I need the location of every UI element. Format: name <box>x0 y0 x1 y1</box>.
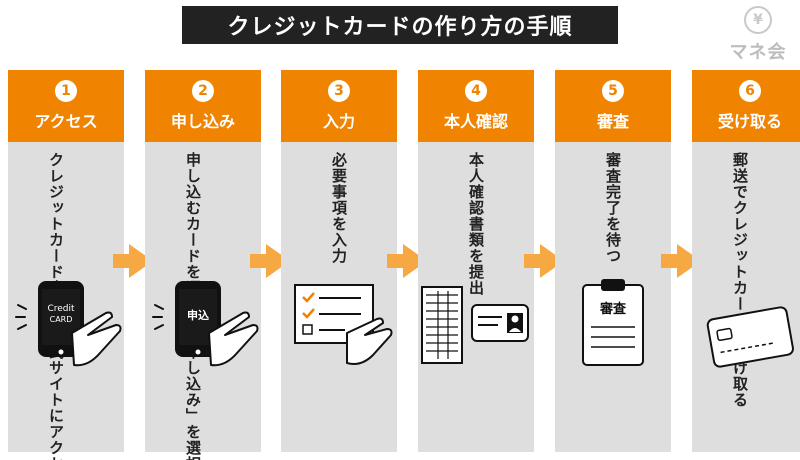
step-review: 5 審査 審査完了を待つ 審査 <box>555 70 671 452</box>
step-label: アクセス <box>34 112 98 131</box>
step-access: 1 アクセス クレジットカード会社の公式サイトにアクセス Credit CARD <box>8 70 124 460</box>
card-text-line2: CARD <box>50 315 73 324</box>
step-input: 3 入力 必要事項を入力 <box>281 70 397 452</box>
step-description: 審査完了を待つ <box>604 152 622 264</box>
id-documents-icon <box>421 286 529 364</box>
step-header: 2 申し込み <box>145 70 261 142</box>
card-text-line1: Credit <box>47 304 75 314</box>
step-number: 3 <box>328 80 350 102</box>
step-description: 必要事項を入力 <box>330 152 348 264</box>
step-number: 6 <box>739 80 761 102</box>
smartphone-tap-icon: Credit CARD <box>15 281 122 367</box>
step-number: 5 <box>602 80 624 102</box>
step-header: 5 審査 <box>555 70 671 142</box>
step-header: 3 入力 <box>281 70 397 142</box>
step-identity-verification: 4 本人確認 本人確認書類を提出 <box>418 70 534 452</box>
step-number: 2 <box>192 80 214 102</box>
step-label: 申し込み <box>170 112 235 131</box>
smartphone-apply-icon: 申込 <box>152 281 259 367</box>
step-label: 受け取る <box>717 112 782 131</box>
credit-card-icon <box>706 306 794 368</box>
apply-screen-text: 申込 <box>187 308 209 322</box>
step-header: 4 本人確認 <box>418 70 534 142</box>
step-header: 1 アクセス <box>8 70 124 142</box>
clipboard-review-icon: 審査 <box>582 279 644 366</box>
step-number: 1 <box>55 80 77 102</box>
yen-coin-icon: ¥ <box>744 6 772 34</box>
mane-kai-logo: ¥ マネ会 <box>722 6 794 68</box>
checklist-form-icon <box>294 284 393 365</box>
step-label: 入力 <box>322 112 355 131</box>
step-apply: 2 申し込み 申し込むカードを選択し「申し込み」を選択 申込 <box>145 70 261 460</box>
page-title: クレジットカードの作り方の手順 <box>182 6 618 44</box>
step-header: 6 受け取る <box>692 70 800 142</box>
step-description: 本人確認書類を提出 <box>467 152 485 296</box>
step-label: 審査 <box>596 112 629 131</box>
step-label: 本人確認 <box>443 112 508 131</box>
logo-text: マネ会 <box>729 42 787 63</box>
step-number: 4 <box>465 80 487 102</box>
step-receive: 6 受け取る 郵送でクレジットカードを受け取る <box>692 70 800 452</box>
review-board-text: 審査 <box>599 301 627 317</box>
